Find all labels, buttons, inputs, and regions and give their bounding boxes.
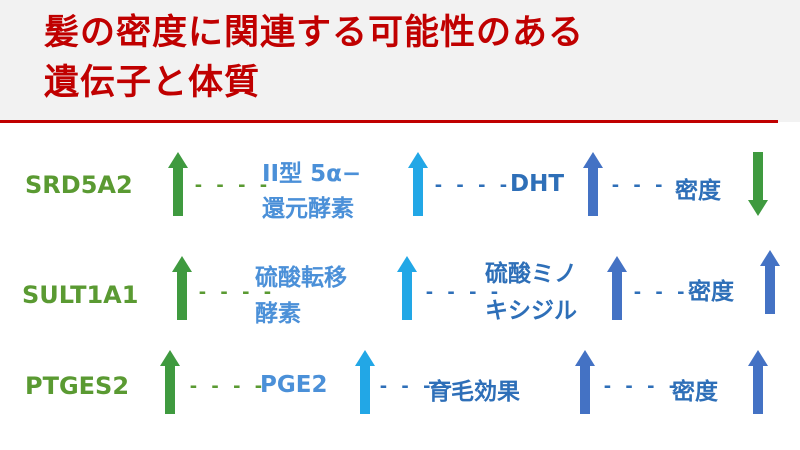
outcome-label: 密度 <box>675 178 721 204</box>
title-underline <box>0 120 778 123</box>
slide-title-line1: 髪の密度に関連する可能性のある <box>44 13 585 53</box>
mediator-label: PGE2 <box>260 372 328 398</box>
up-arrow-icon <box>760 250 780 314</box>
up-arrow-icon <box>748 350 768 414</box>
product-label-line1: 硫酸ミノ <box>485 261 577 287</box>
connector-dashes: - - - - <box>424 282 500 303</box>
up-arrow-icon <box>160 350 180 414</box>
outcome-label: 密度 <box>672 379 718 405</box>
up-arrow-icon <box>408 152 428 216</box>
up-arrow-icon <box>168 152 188 216</box>
up-arrow-icon <box>397 256 417 320</box>
connector-dashes: - - - - <box>602 376 678 397</box>
connector-dashes: - - - - <box>610 175 686 196</box>
title-band <box>0 0 800 122</box>
up-arrow-icon <box>583 152 603 216</box>
gene-label: SULT1A1 <box>22 281 139 309</box>
mediator-label-line1: II型 5α− <box>262 161 362 187</box>
connector-dashes: - - - - <box>197 282 273 303</box>
mediator-label-line2: 還元酵素 <box>262 196 354 222</box>
up-arrow-icon <box>172 256 192 320</box>
outcome-label: 密度 <box>688 279 734 305</box>
mediator-label-line1: 硫酸転移 <box>255 265 347 291</box>
up-arrow-icon <box>607 256 627 320</box>
gene-label: SRD5A2 <box>25 171 133 199</box>
product-label-line2: キシジル <box>485 298 577 324</box>
connector-dashes: - - - - <box>632 282 708 303</box>
connector-dashes: - - - - <box>378 376 454 397</box>
connector-dashes: - - - - <box>188 376 264 397</box>
connector-dashes: - - - - <box>193 175 269 196</box>
up-arrow-icon <box>575 350 595 414</box>
mediator-label-line2: 酵素 <box>255 301 301 327</box>
slide-title: 髪の密度に関連する可能性のある 遺伝子と体質 <box>44 8 584 108</box>
gene-label: PTGES2 <box>25 372 130 400</box>
slide-title-line2: 遺伝子と体質 <box>44 63 261 103</box>
down-arrow-icon <box>748 152 768 216</box>
product-label: DHT <box>510 171 565 197</box>
up-arrow-icon <box>355 350 375 414</box>
connector-dashes: - - - - <box>433 175 509 196</box>
product-label: 育毛効果 <box>428 379 520 405</box>
